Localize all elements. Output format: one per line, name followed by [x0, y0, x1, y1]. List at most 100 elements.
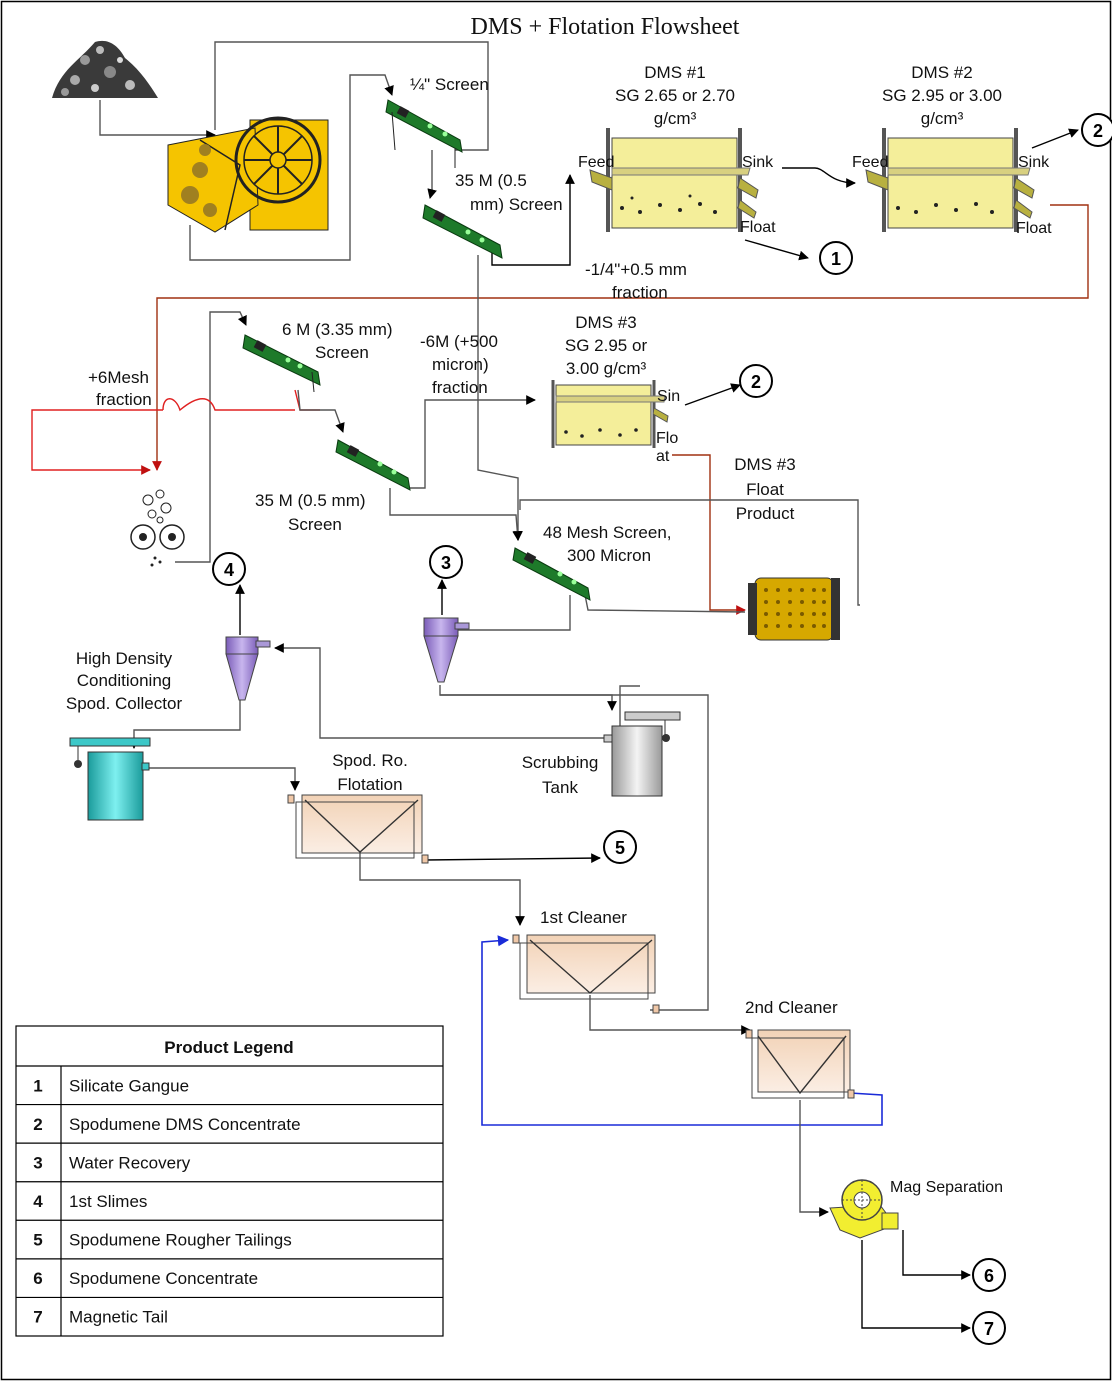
screen-35m-first-icon [422, 204, 503, 259]
dms2-label-1: DMS #2 [911, 63, 972, 82]
product-node-5: 5 [603, 830, 637, 864]
screen-48-label-2: 300 Micron [567, 546, 651, 565]
dms1-label-3: g/cm³ [654, 109, 697, 128]
plus6-label-1: +6Mesh [88, 368, 149, 387]
first-cleaner-cell-icon [512, 934, 660, 1014]
dms1-sink-label: Sink [742, 154, 774, 171]
legend-row-number: 7 [33, 1308, 42, 1327]
legend-row: 4 1st Slimes [16, 1181, 443, 1211]
svg-text:7: 7 [984, 1319, 994, 1339]
dms-3-drum-icon [551, 380, 669, 448]
dms1-float-label: Float [740, 219, 776, 236]
svg-text:1: 1 [831, 249, 841, 269]
dms2-label-3: g/cm³ [921, 109, 964, 128]
dms2-sink-label: Sink [1018, 154, 1050, 171]
dms3-float-product-label-2: Float [746, 480, 784, 499]
screen-35m-b-label-2: Screen [288, 515, 342, 534]
screen-6m-label-2: Screen [315, 343, 369, 362]
dms1-feed-label: Feed [578, 154, 614, 171]
fraction-label-1: -1/4"+0.5 mm [585, 260, 687, 279]
product-node-1-dms1: 1 [819, 241, 853, 275]
rougher-label-2: Flotation [337, 775, 402, 794]
dms2-feed-label: Feed [852, 154, 888, 171]
screen-35m-b-label-1: 35 M (0.5 mm) [255, 491, 366, 510]
legend-row: 2 Spodumene DMS Concentrate [16, 1103, 443, 1134]
svg-text:2: 2 [1093, 121, 1103, 141]
minus6-label-2: micron) [432, 355, 489, 374]
mag-separation-label: Mag Separation [890, 1179, 1003, 1196]
scrubbing-tank-icon [603, 711, 681, 797]
svg-text:6: 6 [984, 1266, 994, 1286]
product-node-6: 6 [972, 1258, 1006, 1292]
minus6-label-3: fraction [432, 378, 488, 397]
dms1-label-1: DMS #1 [644, 63, 705, 82]
scrubbing-tank-label-2: Tank [542, 778, 578, 797]
second-cleaner-label: 2nd Cleaner [745, 998, 838, 1017]
legend-row: 7 Magnetic Tail [16, 1296, 443, 1327]
legend-row-label: 1st Slimes [69, 1192, 147, 1211]
dms3-label-3: 3.00 g/cm³ [566, 359, 647, 378]
dms3-label-2: SG 2.95 or [565, 336, 648, 355]
rougher-flotation-cell-icon [287, 794, 429, 864]
legend-row-label: Spodumene DMS Concentrate [69, 1115, 301, 1134]
dms2-float-label: Float [1016, 220, 1052, 237]
hdc-label-1: High Density [76, 649, 173, 668]
diagram-title: DMS + Flotation Flowsheet [471, 14, 740, 40]
cyclone-3-icon [423, 617, 470, 683]
dms3-float-label-1: Flo [656, 430, 678, 447]
quarter-screen-label: ¼" Screen [410, 75, 489, 94]
screen-48-label-1: 48 Mesh Screen, [543, 523, 672, 542]
dms3-float-product-label-3: Product [736, 504, 795, 523]
product-node-2-dms2: 2 [1081, 113, 1112, 147]
equipment-labels: ¼" Screen 35 M (0.5 mm) Screen DMS #1 SG… [66, 63, 1052, 1196]
svg-text:5: 5 [615, 838, 625, 858]
dms3-float-label-2: at [656, 448, 670, 465]
dms2-label-2: SG 2.95 or 3.00 [882, 86, 1002, 105]
minus6-label-1: -6M (+500 [420, 332, 498, 351]
first-cleaner-label: 1st Cleaner [540, 908, 627, 927]
ore-pile-icon [52, 40, 158, 98]
product-node-3: 3 [429, 545, 463, 579]
hdc-label-2: Conditioning [77, 671, 172, 690]
legend-row-label: Magnetic Tail [69, 1308, 168, 1327]
legend-row-number: 2 [33, 1115, 42, 1134]
legend-row-number: 4 [33, 1192, 43, 1211]
legend-row-label: Silicate Gangue [69, 1076, 189, 1095]
second-cleaner-cell-icon [745, 1029, 855, 1099]
dms1-label-2: SG 2.65 or 2.70 [615, 86, 735, 105]
plus6-label-2: fraction [96, 390, 152, 409]
legend-row-label: Spodumene Rougher Tailings [69, 1231, 292, 1250]
legend-header: Product Legend [164, 1038, 293, 1057]
legend-row: 5 Spodumene Rougher Tailings [16, 1219, 443, 1250]
dms3-label-1: DMS #3 [575, 313, 636, 332]
hdc-label-3: Spod. Collector [66, 694, 183, 713]
crusher-icon [167, 116, 329, 233]
quarter-inch-screen-icon [385, 99, 463, 168]
legend-row-label: Water Recovery [69, 1153, 191, 1172]
legend-row-number: 5 [33, 1231, 42, 1250]
screen-48-mesh-icon [512, 547, 591, 601]
dms-1-drum-icon [589, 128, 759, 232]
svg-text:3: 3 [441, 553, 451, 573]
product-node-4: 4 [212, 552, 246, 586]
screen-35m-label-2: mm) Screen [470, 195, 563, 214]
magnetic-separator-icon [829, 1179, 899, 1239]
product-node-2-dms3: 2 [739, 364, 773, 398]
screen-6m-icon [242, 334, 321, 393]
svg-text:4: 4 [224, 560, 234, 580]
fraction-label-2: fraction [612, 283, 668, 302]
dms3-float-product-label-1: DMS #3 [734, 455, 795, 474]
roll-crusher-icon [130, 489, 185, 567]
flow-lines [31, 41, 1089, 1333]
legend-row-number: 6 [33, 1269, 42, 1288]
screen-6m-label-1: 6 M (3.35 mm) [282, 320, 393, 339]
conditioning-tank-icon [69, 737, 151, 821]
dms3-sink-label: Sin [657, 388, 680, 405]
